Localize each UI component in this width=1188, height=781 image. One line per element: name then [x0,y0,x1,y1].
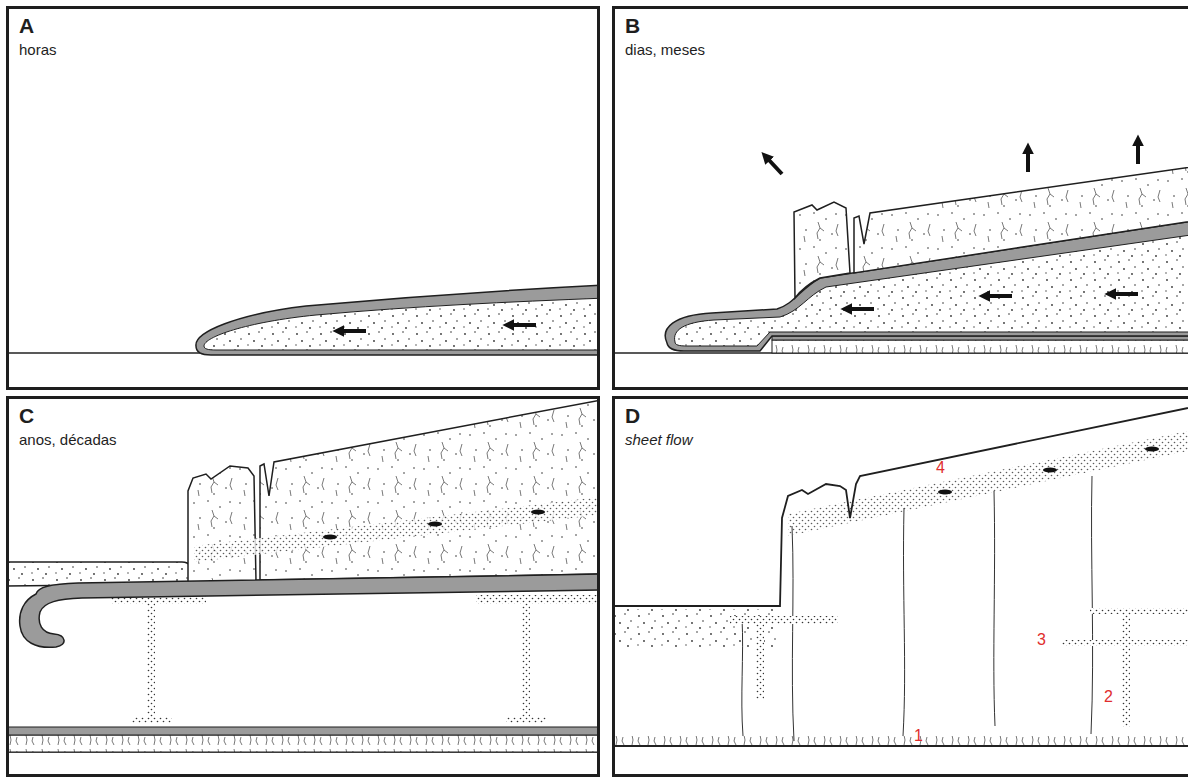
panel-subtitle: sheet flow [625,430,1188,450]
vesicle-sheet [1062,640,1188,646]
vesicle-sheet [132,717,172,723]
lobe-core [204,298,600,350]
panel-subtitle: horas [19,40,597,60]
panel-letter: C [19,404,597,428]
tumulus-block [188,466,256,582]
vesicle-cylinder [1122,612,1130,727]
callout-number: 4 [936,459,945,477]
cooling-joint [742,476,1093,741]
vesicle-sheet [476,595,600,604]
lobe-crust [196,285,600,355]
basal-crust [612,736,1188,746]
panel-frame: Bdias, meses [612,6,1188,390]
panel-frame: Canos, décadas [6,396,600,777]
base-line [612,745,1188,747]
megavesicle [428,522,442,527]
flow-arrow [342,329,366,333]
panel-b-art [612,144,1188,353]
callout-number: 1 [914,727,923,745]
upper-crust [260,399,600,580]
uplift-arrow [1026,152,1030,172]
basal-crust-rim [6,727,600,735]
vesicle-cylinder [756,624,764,699]
upper-crust [854,164,1188,273]
flow-arrow [1114,292,1138,296]
callout-number: 3 [1037,631,1046,649]
panel-c-art [6,399,600,752]
flow-arrow [988,294,1012,298]
vesicle-band [788,426,1188,536]
panel-subtitle: anos, décadas [19,430,597,450]
vesicle-sheet [506,717,546,723]
panel-d-art [612,403,1188,746]
flow-arrow [512,323,536,327]
callout-number: 2 [1104,688,1113,706]
megavesicle [938,490,952,495]
flow-arrow [850,307,874,311]
megavesicle [323,535,337,540]
panel-letter: A [19,14,597,38]
vesicle-band [194,496,600,562]
megavesicle [531,510,545,515]
vesicle-cylinder [147,601,155,721]
panel-frame: Dsheet flow [612,396,1188,777]
panel-subtitle: dias, meses [625,40,1188,60]
flow-surface [612,403,1188,606]
megavesicle [1043,468,1057,473]
basal-crust [6,735,600,752]
panel-frame: Ahoras [6,6,600,390]
basal-crust [772,340,1188,353]
folded-crust [20,574,600,647]
megavesicle [1145,447,1159,452]
panel-a-art [6,285,600,355]
vesicle-sheet [1090,608,1188,614]
tumulus-block [794,202,850,298]
panel-letter: D [625,404,1188,428]
vesicle-sheet [730,616,838,624]
uplift-arrow [1136,144,1140,164]
vesicular-zone [612,609,780,648]
uplift-arrow [768,159,782,174]
panel-letter: B [625,14,1188,38]
vesicle-cylinder [522,601,530,721]
